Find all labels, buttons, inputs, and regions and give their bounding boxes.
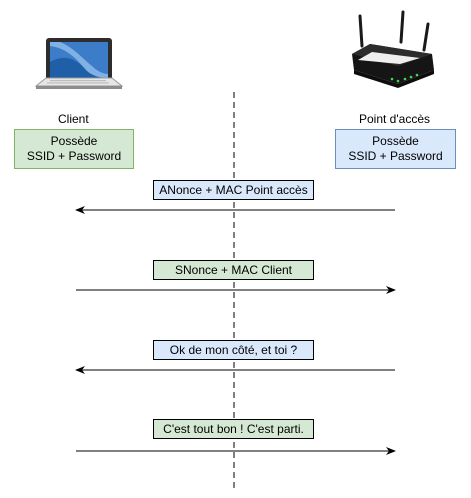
message-confirm: C'est tout bon ! C'est parti. <box>153 419 314 439</box>
client-label: Client <box>58 112 89 126</box>
client-knowledge-box: Possède SSID + Password <box>14 129 134 169</box>
access-point-label: Point d'accès <box>359 112 430 126</box>
laptop-icon <box>34 38 124 89</box>
message-snonce: SNonce + MAC Client <box>153 260 314 280</box>
access-point-knowledge-box: Possède SSID + Password <box>335 129 456 169</box>
client-box-line1: Possède <box>50 134 98 148</box>
client-box-line2: SSID + Password <box>26 149 122 163</box>
message-anonce: ANonce + MAC Point accès <box>153 180 314 200</box>
message-ok: Ok de mon côté, et toi ? <box>153 340 314 360</box>
router-icon <box>352 10 434 88</box>
access-point-box-line2: SSID + Password <box>348 149 443 163</box>
access-point-box-line1: Possède <box>372 134 419 148</box>
